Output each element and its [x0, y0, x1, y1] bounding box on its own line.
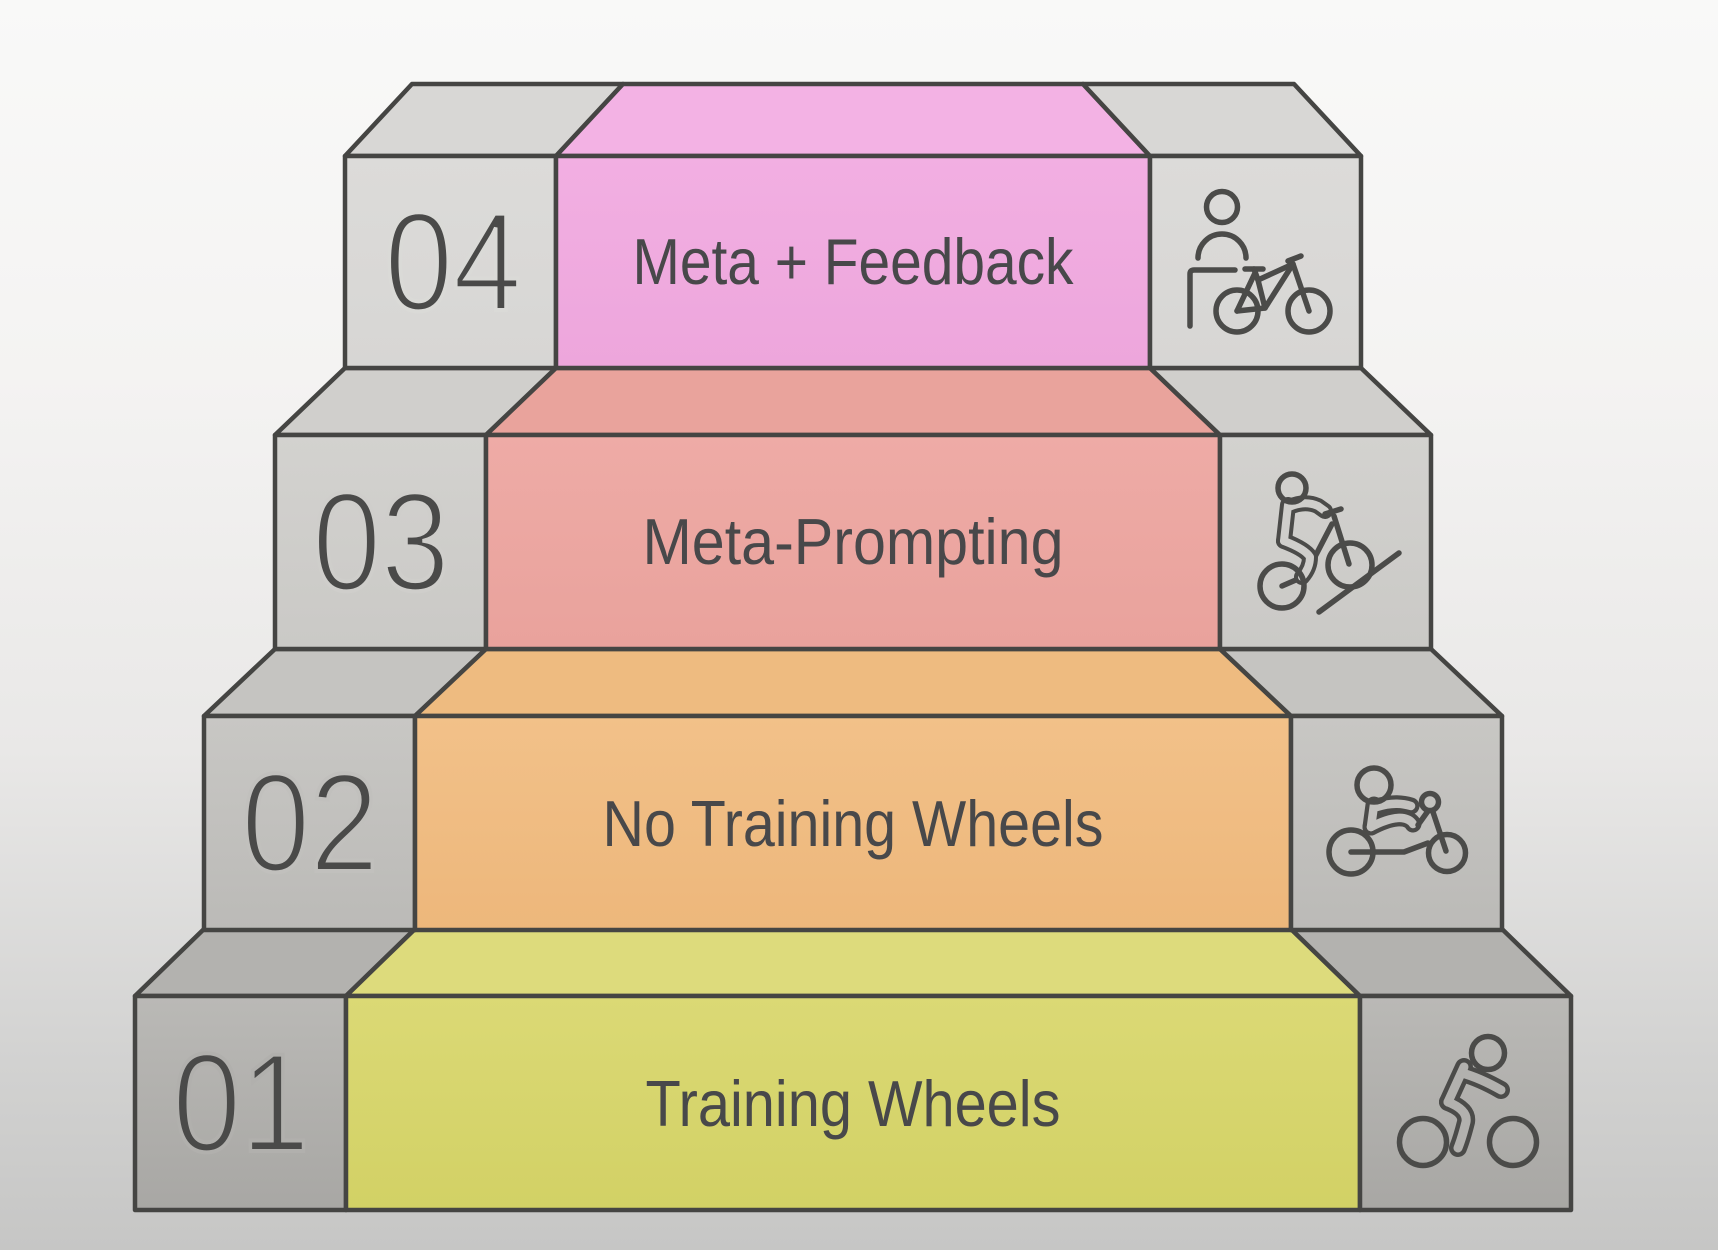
svg-text:Meta + Feedback: Meta + Feedback	[633, 225, 1074, 298]
svg-text:No Training Wheels: No Training Wheels	[603, 787, 1104, 860]
svg-text:Meta-Prompting: Meta-Prompting	[643, 505, 1064, 578]
svg-text:Training Wheels: Training Wheels	[646, 1067, 1061, 1140]
